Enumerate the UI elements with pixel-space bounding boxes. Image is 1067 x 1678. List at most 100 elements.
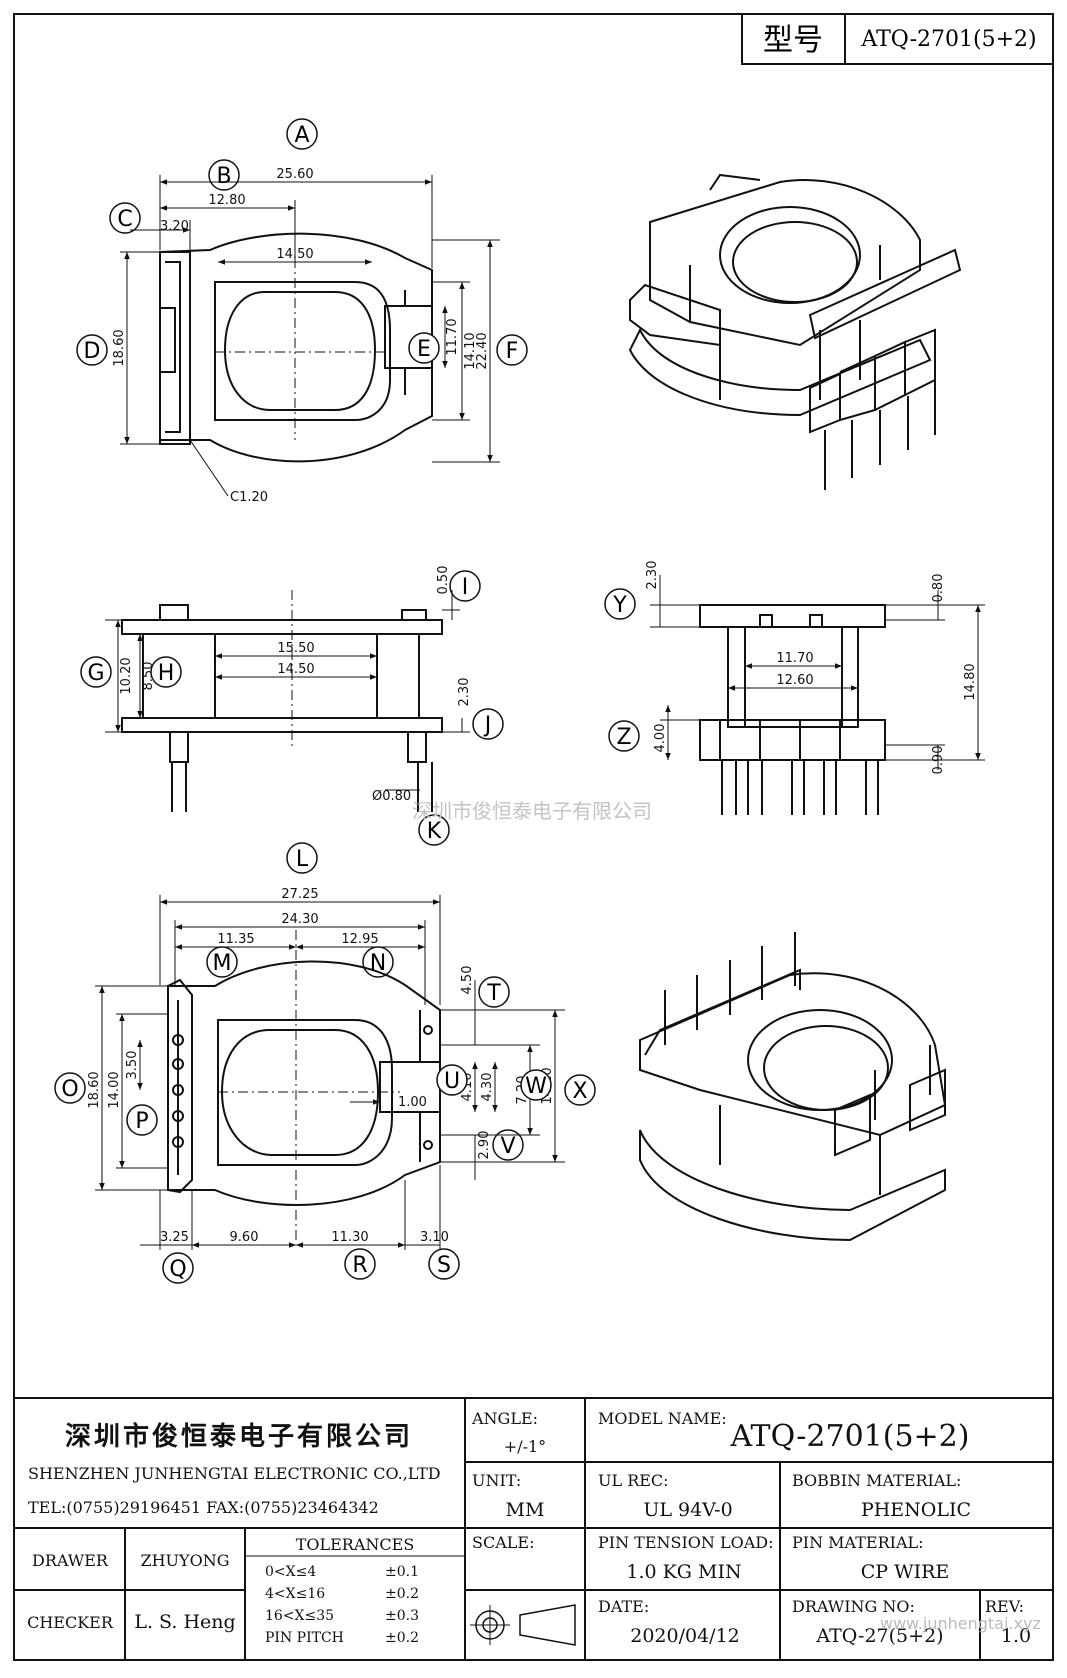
dim-side-j: 2.30 [457,678,472,707]
front-view-labels: Y Z [604,588,640,752]
model-name-label: MODEL NAME: [598,1409,727,1428]
projection-symbol-icon [470,1604,576,1646]
side-view [121,590,443,812]
label-y: Y [604,588,636,620]
label-e: E [408,332,440,364]
dim-bottom-q: 3.25 [160,1230,189,1245]
label-l: L [286,842,318,874]
drawing-no-value: ATQ-27(5+2) [815,1625,943,1647]
label-c: C [109,202,141,234]
svg-text:T: T [486,981,501,1006]
unit-label: UNIT: [472,1471,521,1490]
svg-text:G: G [87,661,104,686]
label-d: D [76,334,108,366]
isometric-view-top [628,173,962,490]
label-k: K [418,814,450,846]
svg-text:Z: Z [616,725,631,750]
svg-text:F: F [506,339,519,364]
header-model-value: ATQ-2701(5+2) [860,27,1036,52]
dim-bottom-l: 27.25 [281,887,318,902]
front-view-dim-text: 11.70 12.60 2.30 0.80 14.80 4.00 0.90 [645,561,978,775]
dim-front-w2: 12.60 [776,673,813,688]
sheet-border [13,13,1054,1661]
drawer-value: ZHUYONG [140,1551,229,1570]
dim-bottom-t: 4.50 [460,966,475,995]
svg-text:L: L [296,847,309,872]
checker-value: L. S. Heng [134,1611,235,1633]
svg-text:V: V [500,1134,515,1159]
bobbin-material-label: BOBBIN MATERIAL: [792,1471,961,1490]
label-a: A [286,118,318,150]
top-view [159,232,433,463]
dim-front-y: 2.30 [645,561,660,590]
dim-side-w1: 15.50 [277,641,314,656]
tolerance-value-4: ±0.2 [385,1630,419,1646]
pin-tension-value: 1.0 KG MIN [626,1561,741,1583]
svg-text:Q: Q [169,1257,186,1282]
model-name-value: ATQ-2701(5+2) [730,1419,970,1454]
label-w: W [520,1069,552,1101]
dim-bottom-c: 1.00 [398,1095,427,1110]
bobbin-material-value: PHENOLIC [861,1499,971,1521]
company-name-en: SHENZHEN JUNHENGTAI ELECTRONIC CO.,LTD [28,1464,441,1483]
site-watermark: www.junhengtai.xyz [880,1614,1041,1633]
dim-top-chamfer: C1.20 [230,490,268,505]
label-i: I [449,570,481,602]
pin-material-value: CP WIRE [861,1561,950,1583]
bottom-view-dims [95,895,565,1250]
side-view-dims [105,590,470,791]
date-value: 2020/04/12 [630,1625,740,1647]
dim-top-f1: 14.10 [463,332,478,369]
label-q: Q [162,1252,194,1284]
dim-top-d: 18.60 [112,329,127,366]
title-block-grid [14,1397,1053,1660]
front-view [699,604,886,815]
side-view-labels: G H I J K [80,570,504,846]
label-r: R [344,1248,376,1280]
dim-top-inner-width: 14.50 [276,247,313,262]
tolerance-range-1: 0<X≤4 [265,1564,316,1580]
dim-bottom-p1: 14.00 [107,1071,122,1108]
side-view-dim-text: 15.50 14.50 10.20 8.50 0.50 2.30 Ø0.80 [119,566,472,804]
angle-value: +/-1° [504,1437,546,1456]
date-label: DATE: [598,1597,649,1616]
svg-text:S: S [437,1253,451,1278]
label-u: U [436,1064,468,1096]
dim-bottom-r1: 9.60 [230,1230,259,1245]
dim-front-h: 14.80 [963,663,978,700]
dim-side-k: Ø0.80 [372,789,411,804]
drawing-no-label: DRAWING NO: [792,1597,915,1616]
dim-bottom-v: 2.90 [477,1131,492,1160]
dim-side-i: 0.50 [436,566,451,595]
svg-text:X: X [572,1079,587,1104]
svg-text:O: O [61,1077,78,1102]
svg-text:J: J [483,713,492,738]
ul-rec-value: UL 94V-0 [643,1499,732,1521]
svg-text:W: W [525,1074,547,1099]
svg-text:U: U [444,1069,460,1094]
tolerance-range-2: 4<X≤16 [265,1586,325,1602]
svg-text:E: E [417,337,431,362]
bottom-view [167,930,441,1240]
watermark-company: 深圳市俊恒泰电子有限公司 [412,799,652,823]
company-contact: TEL:(0755)29196451 FAX:(0755)23464342 [28,1498,379,1517]
ul-rec-label: UL REC: [598,1471,669,1490]
svg-text:K: K [427,819,442,844]
header-model-label: 型号 [763,23,823,58]
checker-label: CHECKER [27,1613,114,1632]
bottom-view-dim-text: 27.25 24.30 11.35 12.95 18.60 14.00 3.50… [87,887,555,1245]
rev-value: 1.0 [1001,1625,1031,1647]
drawer-label: DRAWER [32,1551,109,1570]
svg-text:P: P [135,1109,148,1134]
pin-tension-label: PIN TENSION LOAD: [598,1533,774,1552]
tolerance-range-3: 16<X≤35 [265,1608,334,1624]
dim-front-b: 0.90 [931,746,946,775]
scale-label: SCALE: [472,1533,534,1552]
bottom-view-labels: L M N O P Q R S T U V W X [54,842,596,1284]
tolerance-range-4: PIN PITCH [265,1630,344,1646]
label-v: V [492,1129,524,1161]
top-view-dims [120,175,500,497]
svg-text:D: D [84,339,101,364]
dim-bottom-n: 12.95 [341,932,378,947]
